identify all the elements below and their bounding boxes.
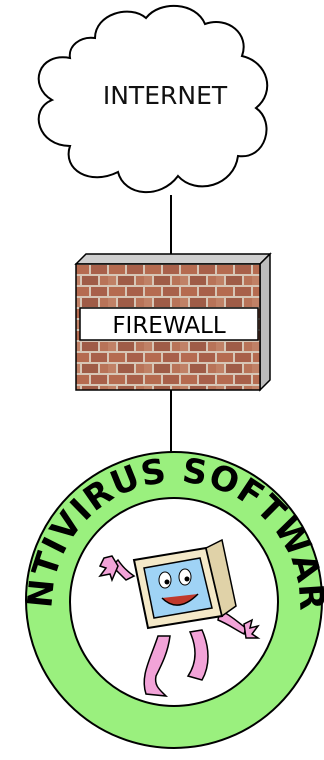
mascot-monitor-side xyxy=(205,538,237,618)
internet-cloud: INTERNET xyxy=(37,5,269,193)
mascot-left-hand xyxy=(98,555,119,583)
wall-top xyxy=(74,253,272,265)
firewall-label: FIREWALL xyxy=(112,313,226,339)
wall-side xyxy=(259,252,271,392)
mascot-right-hand xyxy=(243,618,261,639)
mascot-left-eye xyxy=(158,571,172,589)
mascot-left-pupil xyxy=(164,579,170,585)
mascot-screen xyxy=(143,557,213,619)
mascot-right-eye xyxy=(178,568,192,586)
computer-mascot-icon xyxy=(98,538,261,697)
internet-label: INTERNET xyxy=(103,81,228,110)
firewall-label-box xyxy=(79,307,259,341)
cloud-icon xyxy=(37,5,269,193)
mascot-right-pupil xyxy=(184,576,190,582)
mascot-right-leg xyxy=(186,629,209,681)
mascot-left-leg xyxy=(143,635,171,697)
mascot-right-arm xyxy=(217,608,247,636)
mascot-mouth xyxy=(161,593,199,606)
firewall-wall: FIREWALL xyxy=(74,252,272,392)
